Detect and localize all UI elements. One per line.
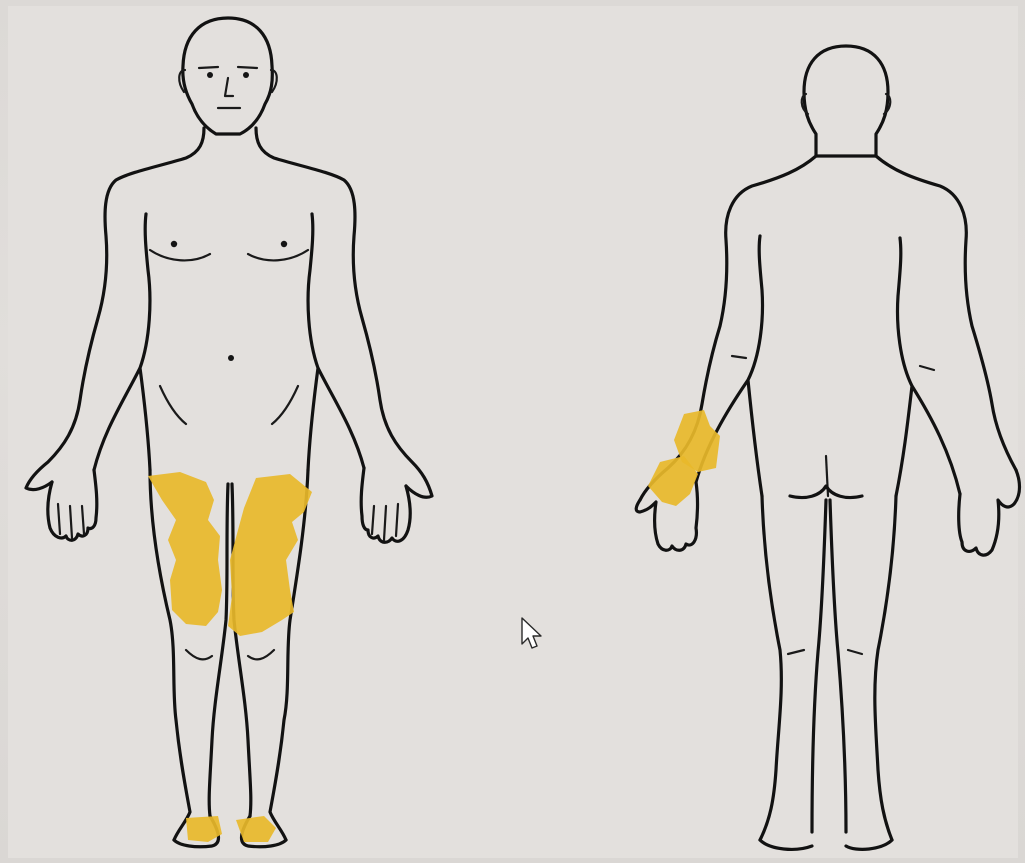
front-chest-line [150, 250, 308, 260]
front-knee-lines [186, 650, 274, 659]
back-head [804, 46, 888, 156]
mouse-cursor-icon [522, 618, 541, 648]
front-left-nipple [171, 241, 177, 247]
marking-right-thigh[interactable] [148, 472, 222, 626]
back-torso-right [896, 238, 960, 496]
marking-right-foot[interactable] [186, 816, 222, 842]
front-right-eye [243, 72, 249, 78]
front-torso-right [308, 214, 364, 470]
front-navel [228, 355, 234, 361]
front-torso-left [94, 214, 150, 470]
back-pain-markings[interactable] [648, 410, 720, 506]
front-left-fingers [58, 504, 84, 538]
back-knee-lines [788, 650, 862, 654]
front-left-eye [207, 72, 213, 78]
back-buttocks [790, 486, 862, 498]
front-head [183, 18, 273, 134]
front-body-outline [26, 128, 432, 497]
front-eyebrows [199, 67, 257, 68]
front-right-fingers [372, 504, 398, 540]
front-figure[interactable] [26, 18, 432, 847]
front-right-nipple [281, 241, 287, 247]
back-feet [760, 840, 892, 849]
front-hip-lines [160, 386, 298, 424]
front-nose [225, 78, 233, 96]
back-right-hand [959, 470, 1020, 555]
back-legs-outline [760, 496, 896, 840]
